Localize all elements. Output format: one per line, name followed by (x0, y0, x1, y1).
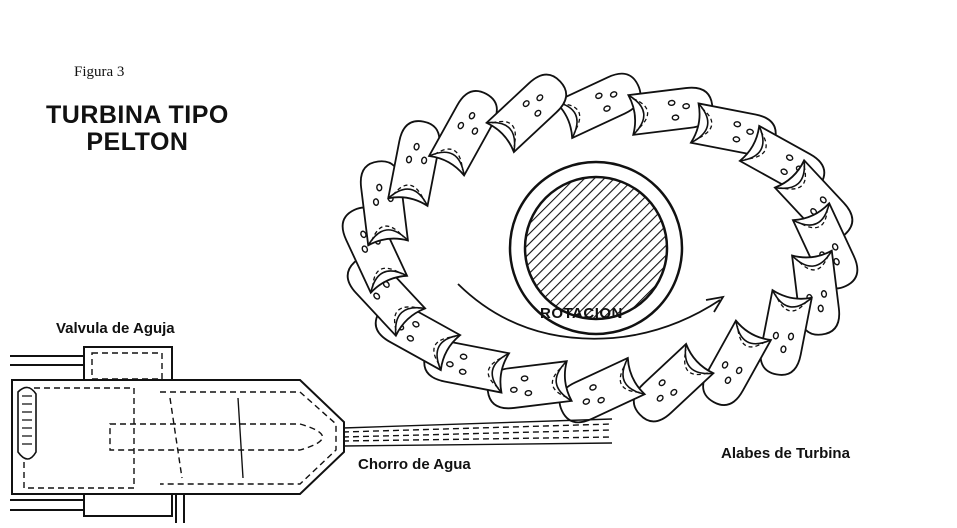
needle-valve-label: Valvula de Aguja (56, 320, 175, 337)
nozzle-assembly (10, 347, 344, 523)
turbine-bucket (696, 321, 771, 412)
title-line-1: TURBINA TIPO (46, 102, 229, 129)
turbine-bucket (487, 67, 574, 152)
turbine-bucket (388, 118, 443, 206)
turbine-buckets-label: Alabes de Turbina (721, 445, 850, 462)
title-line-2: PELTON (46, 129, 229, 156)
water-jet (343, 419, 612, 446)
figure-label: Figura 3 (74, 64, 124, 81)
water-jet-label: Chorro de Agua (358, 456, 471, 473)
turbine-bucket (429, 84, 504, 175)
turbine-bucket (757, 290, 812, 378)
rotation-label: ROTACION (540, 305, 623, 322)
turbine-bucket (626, 344, 713, 429)
diagram-title: TURBINA TIPO PELTON (46, 102, 229, 156)
